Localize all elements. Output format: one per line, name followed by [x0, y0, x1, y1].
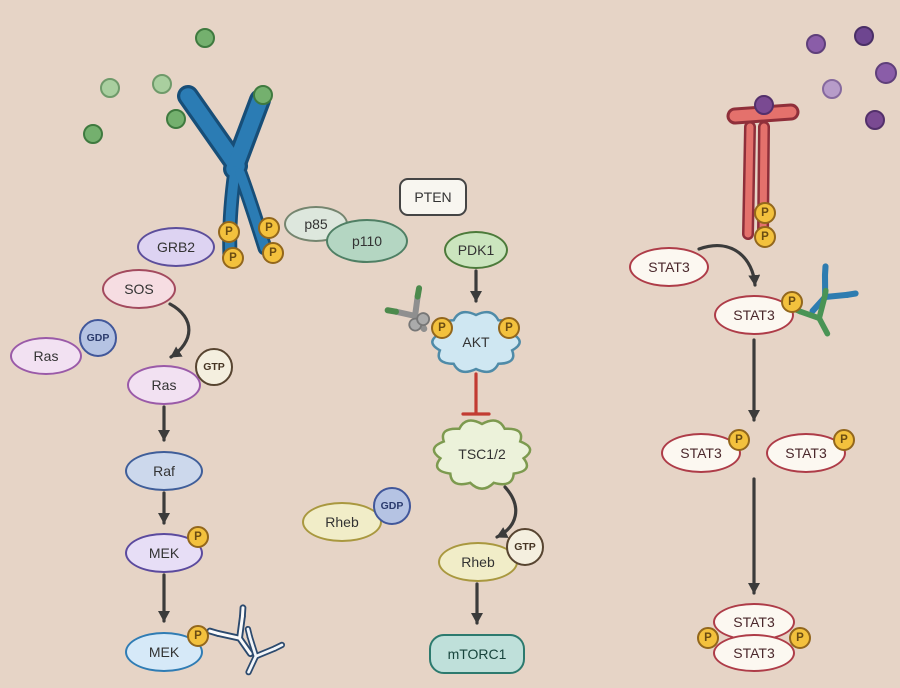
tsc12-body	[432, 419, 532, 490]
node-ras-gdp: Ras	[10, 337, 82, 375]
badge-gtp: GTP	[195, 348, 233, 386]
node-stat3-monomer-left: STAT3	[661, 433, 741, 473]
node-stat3-monomer-right: STAT3	[766, 433, 846, 473]
phospho-badge: P	[187, 625, 209, 647]
node-p85: p85	[284, 206, 348, 242]
pathway-arrows	[158, 244, 761, 625]
node-pdk1: PDK1	[444, 231, 508, 269]
purple-ligand-icon	[822, 79, 842, 99]
green-ligand-icon	[166, 109, 186, 129]
phospho-badge: P	[789, 627, 811, 649]
node-p110: p110	[326, 219, 408, 263]
phospho-badge: P	[431, 317, 453, 339]
phospho-badge: P	[258, 217, 280, 239]
green-ligand-icon	[253, 85, 273, 105]
purple-ligand-icon	[754, 95, 774, 115]
arrow-tsc-to-rheb	[495, 485, 518, 539]
phospho-badge: P	[697, 627, 719, 649]
antibody-icon	[384, 285, 431, 333]
purple-ligand-icons	[806, 26, 897, 130]
badge-gdp: GDP	[373, 487, 411, 525]
inhibition-akt-tsc	[461, 372, 491, 416]
node-rheb-gtp: Rheb	[438, 542, 518, 582]
node-mek-phospho: MEK	[125, 533, 203, 573]
arrow-sos-to-ras	[168, 302, 191, 359]
green-ligand-icons	[83, 28, 273, 144]
node-stat3-dimer-top: STAT3	[713, 603, 795, 641]
node-stat3-phospho: STAT3	[714, 295, 794, 335]
node-tsc12-label: TSC1/2	[458, 446, 506, 462]
green-ligand-icon	[195, 28, 215, 48]
phospho-badge: P	[781, 291, 803, 313]
node-rheb-gdp: Rheb	[302, 502, 382, 542]
purple-ligand-icon	[875, 62, 897, 84]
phospho-badge: P	[728, 429, 750, 451]
node-mtorc1: mTORC1	[429, 634, 525, 674]
phospho-badge: P	[218, 221, 240, 243]
purple-ligand-icon	[806, 34, 826, 54]
node-raf: Raf	[125, 451, 203, 491]
badge-gdp: GDP	[79, 319, 117, 357]
phospho-badge: P	[262, 242, 284, 264]
node-akt-label: AKT	[462, 334, 490, 350]
purple-ligand-icon	[865, 110, 885, 130]
badge-gtp: GTP	[506, 528, 544, 566]
node-sos: SOS	[102, 269, 176, 309]
node-ras-gtp: Ras	[127, 365, 201, 405]
node-pten: PTEN	[399, 178, 467, 216]
green-ligand-icon	[100, 78, 120, 98]
antibody-icons	[210, 266, 856, 680]
phospho-badge: P	[498, 317, 520, 339]
phospho-badge: P	[754, 202, 776, 224]
purple-ligand-icon	[854, 26, 874, 46]
arrow-stat3-recruitment	[697, 244, 761, 287]
phospho-badge: P	[754, 226, 776, 248]
green-ligand-icon	[83, 124, 103, 144]
phospho-badge: P	[833, 429, 855, 451]
green-ligand-icon	[152, 74, 172, 94]
node-stat3-dimer-bottom: STAT3	[713, 634, 795, 672]
node-stat3: STAT3	[629, 247, 709, 287]
phospho-badge: P	[187, 526, 209, 548]
phospho-badge: P	[222, 247, 244, 269]
node-grb2: GRB2	[137, 227, 215, 267]
